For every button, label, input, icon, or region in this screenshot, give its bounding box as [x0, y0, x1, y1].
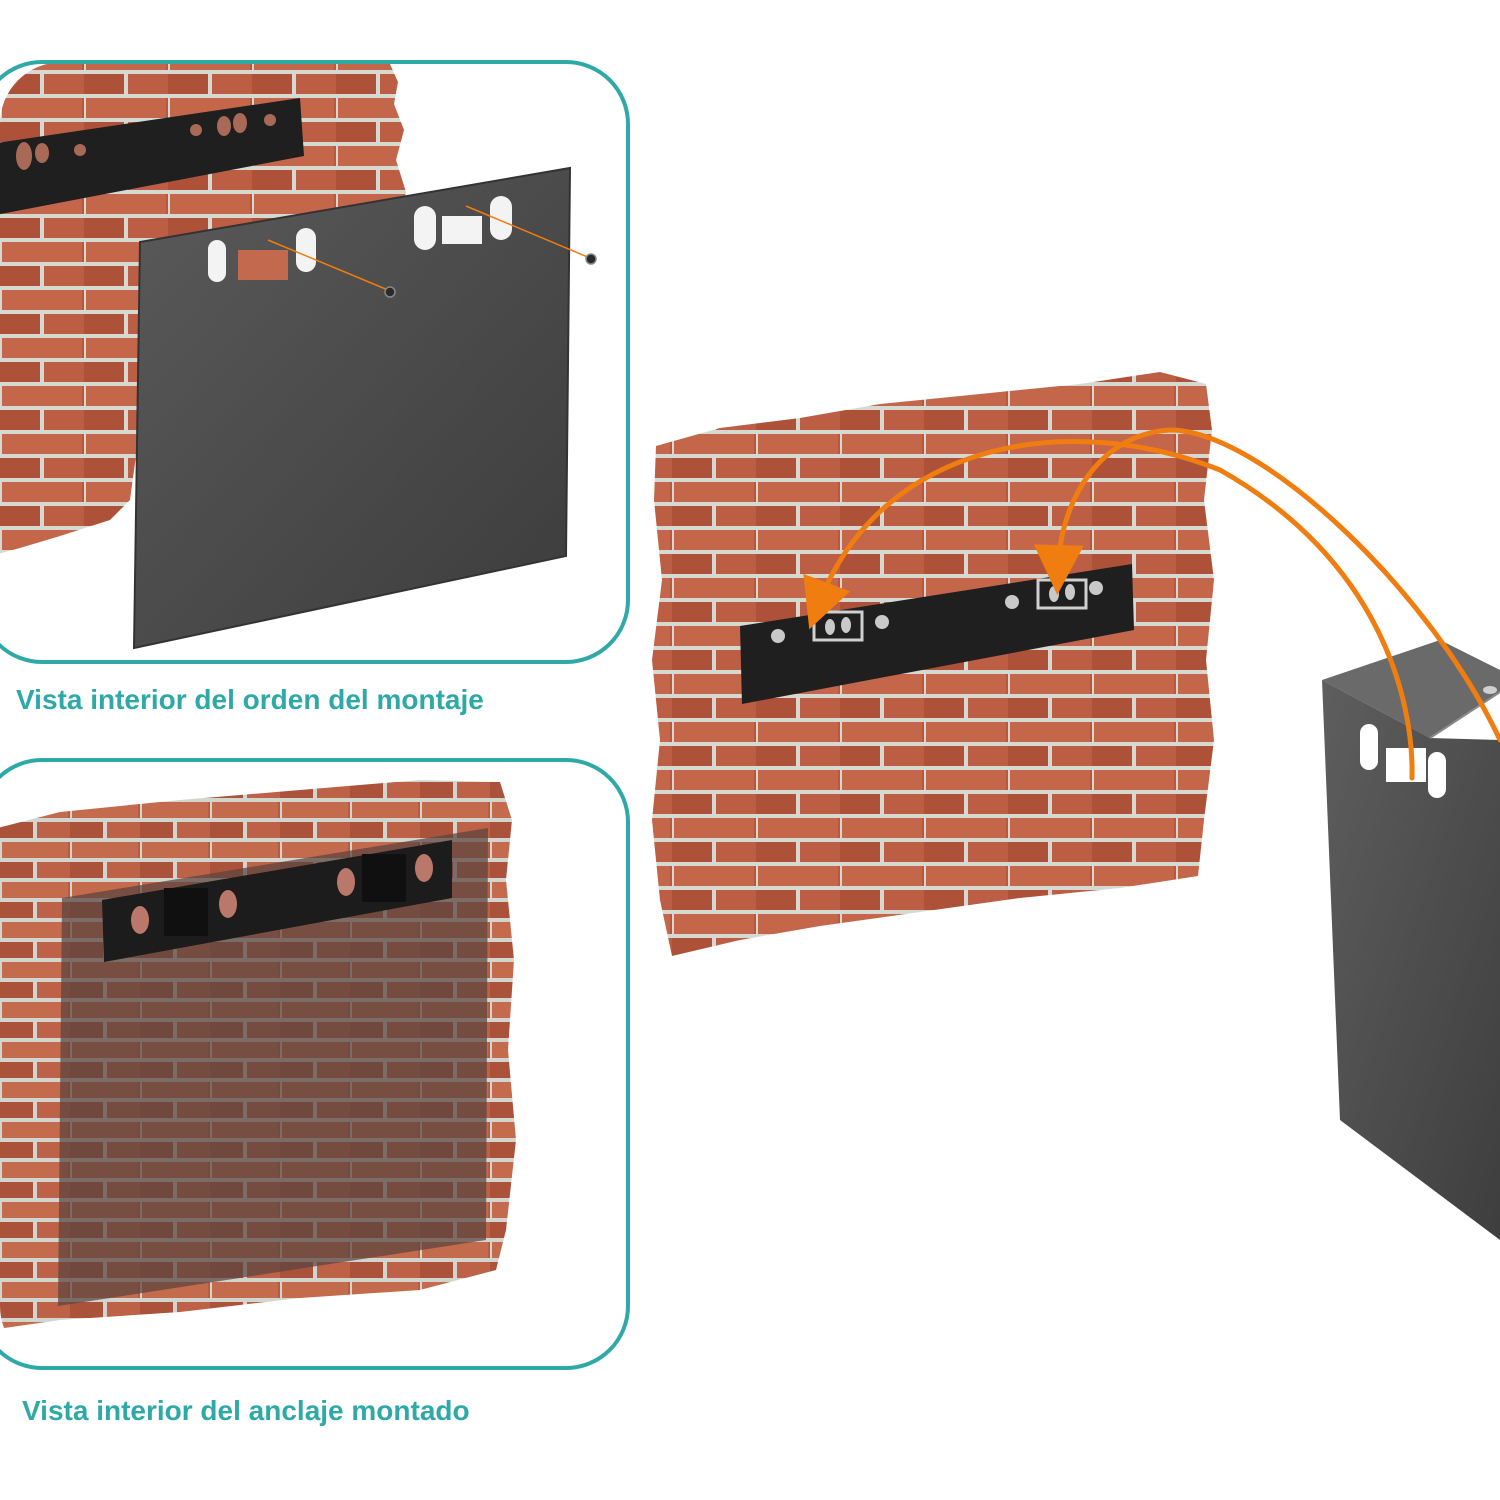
rail-hole: [875, 615, 889, 629]
wall-rail-center: [740, 564, 1134, 704]
arrow-icon: [1033, 427, 1500, 743]
rail-hole: [1089, 581, 1103, 595]
rail-slot: [1049, 586, 1059, 602]
rail-hole: [264, 114, 276, 126]
panel-slot: [414, 206, 436, 250]
arrow-icon: [803, 439, 1415, 781]
rail-slot: [825, 619, 835, 635]
panel-slot: [296, 228, 316, 272]
rail-slot: [415, 854, 433, 882]
cabinet-window: [1386, 748, 1426, 782]
rail-slot: [219, 890, 237, 918]
rail-hole: [190, 124, 202, 136]
rail-hole: [74, 144, 86, 156]
rail-slot: [337, 868, 355, 896]
anchor-mounted-frame: [0, 758, 630, 1370]
cabinet-edge: [1429, 691, 1500, 739]
screw-icon: [585, 253, 597, 265]
anchor-hook: [362, 854, 406, 902]
screw-icon: [384, 286, 396, 298]
anchor-mounted-panel: [0, 780, 516, 1330]
caption-assembly-order: Vista interior del orden del montaje: [16, 684, 484, 715]
panel-slot: [208, 240, 226, 282]
panel-window: [238, 250, 288, 280]
assembly-order-frame: [0, 60, 630, 664]
cabinet-slot: [1360, 724, 1378, 770]
rail-slot: [233, 113, 247, 133]
rail-hole: [1005, 595, 1019, 609]
caption-anchor-mounted: Vista interior del anclaje montado: [22, 1395, 470, 1426]
panel-slot: [490, 196, 512, 240]
rail-slot: [1065, 584, 1075, 600]
rail-hole: [771, 629, 785, 643]
rail-slot: [841, 617, 851, 633]
back-panel: [132, 166, 572, 650]
rail-slot: [16, 142, 32, 170]
screw-icon: [1483, 686, 1497, 694]
rail-slot: [131, 906, 149, 934]
cabinet-slot: [1428, 752, 1446, 798]
assembly-order-panel: [0, 64, 597, 650]
rail-slot: [217, 116, 231, 136]
anchor-hook: [164, 888, 208, 936]
panel-window: [442, 216, 482, 244]
rail-slot: [35, 143, 49, 163]
cabinet-front: [1322, 680, 1500, 1240]
